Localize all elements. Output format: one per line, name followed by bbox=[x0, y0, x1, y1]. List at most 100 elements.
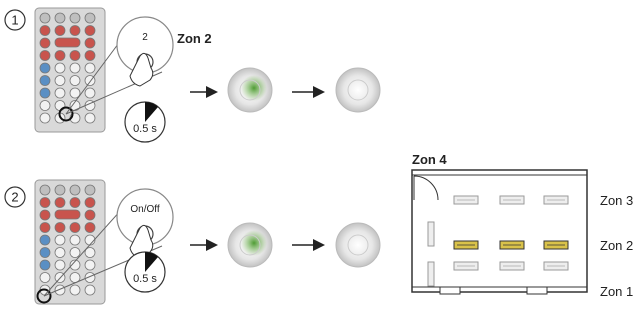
remote-button bbox=[69, 184, 81, 196]
remote-button bbox=[54, 234, 66, 246]
timer-icon bbox=[124, 101, 166, 143]
remote-button bbox=[69, 75, 81, 86]
remote-button bbox=[39, 222, 51, 233]
step-2: 2 On/Off 0.5 s bbox=[4, 152, 633, 305]
remote-button bbox=[39, 247, 51, 258]
remote-button bbox=[69, 259, 81, 271]
sensor-idle bbox=[335, 222, 381, 268]
remote-button bbox=[84, 247, 96, 258]
remote-button bbox=[54, 50, 66, 61]
remote-button bbox=[54, 222, 66, 233]
zone-3-label: Zon 3 bbox=[600, 193, 633, 208]
remote-button bbox=[84, 50, 96, 61]
remote-button bbox=[54, 12, 66, 24]
remote-control bbox=[34, 179, 106, 305]
remote-button bbox=[54, 247, 66, 258]
remote-button bbox=[39, 25, 51, 36]
remote-button bbox=[39, 209, 51, 221]
remote-button bbox=[69, 50, 81, 61]
remote-button bbox=[54, 184, 66, 196]
remote-button bbox=[39, 184, 51, 196]
sensor-active bbox=[227, 222, 273, 268]
step-2-number: 2 bbox=[11, 190, 18, 205]
remote-button bbox=[39, 100, 51, 111]
remote-button bbox=[84, 87, 96, 99]
sensor-active bbox=[227, 67, 273, 113]
step-2-number-circle bbox=[4, 186, 26, 208]
remote-button bbox=[84, 197, 96, 208]
remote-button bbox=[84, 62, 96, 74]
remote-button bbox=[39, 87, 51, 99]
window bbox=[439, 286, 461, 295]
remote-button bbox=[39, 234, 51, 246]
remote-button bbox=[69, 12, 81, 24]
room-outline bbox=[411, 169, 588, 293]
remote-button-grid bbox=[39, 12, 96, 124]
zoom-button-label: On/Off bbox=[130, 204, 159, 215]
zone-4-label: Zon 4 bbox=[412, 152, 447, 167]
remote-wide-button bbox=[54, 37, 81, 48]
remote-button bbox=[39, 62, 51, 74]
remote-button bbox=[39, 37, 51, 49]
remote-button bbox=[69, 87, 81, 99]
zone-2-label: Zon 2 bbox=[600, 238, 633, 253]
door-icon bbox=[413, 175, 439, 201]
zone-1-label: Zon 1 bbox=[600, 284, 633, 299]
side-fixture bbox=[427, 261, 435, 287]
zoom-line bbox=[43, 199, 131, 297]
remote-button-grid bbox=[36, 184, 96, 304]
pressed-button-highlight bbox=[36, 288, 52, 304]
remote-button bbox=[84, 112, 96, 124]
remote-button bbox=[84, 37, 96, 49]
remote-button bbox=[39, 75, 51, 86]
remote-button bbox=[69, 234, 81, 246]
hand-icon bbox=[129, 224, 154, 259]
sensor-idle bbox=[335, 67, 381, 113]
remote-button bbox=[69, 222, 81, 233]
remote-button bbox=[69, 197, 81, 208]
remote-button bbox=[39, 50, 51, 61]
step-1: 1 2 Zon 2 0.5 s bbox=[4, 7, 381, 143]
side-fixture bbox=[427, 221, 435, 247]
remote-button bbox=[54, 75, 66, 86]
remote-button bbox=[69, 284, 81, 296]
step-1-number: 1 bbox=[11, 13, 18, 28]
timer-label: 0.5 s bbox=[133, 273, 157, 285]
zone-label: Zon 2 bbox=[177, 31, 212, 46]
remote-button bbox=[54, 62, 66, 74]
remote-wide-button bbox=[54, 209, 81, 220]
remote-button bbox=[39, 112, 51, 124]
remote-button bbox=[54, 259, 66, 271]
zoom-button-label: 2 bbox=[142, 32, 148, 43]
remote-button bbox=[54, 197, 66, 208]
remote-control bbox=[34, 7, 106, 133]
hand-icon bbox=[129, 52, 154, 87]
remote-button bbox=[69, 25, 81, 36]
remote-button bbox=[39, 12, 51, 24]
remote-button bbox=[39, 272, 51, 283]
remote-button bbox=[69, 62, 81, 74]
timer-icon bbox=[124, 251, 166, 293]
remote-button bbox=[84, 12, 96, 24]
timer-label: 0.5 s bbox=[133, 123, 157, 135]
remote-button bbox=[84, 222, 96, 233]
light-fixtures bbox=[453, 195, 569, 271]
step-1-number-circle bbox=[4, 9, 26, 31]
remote-button bbox=[84, 25, 96, 36]
remote-button bbox=[69, 247, 81, 258]
window bbox=[526, 286, 548, 295]
zone-labels: Zon 3 Zon 2 Zon 1 bbox=[600, 193, 633, 299]
remote-button bbox=[84, 184, 96, 196]
pressed-button-highlight bbox=[58, 106, 74, 122]
floor-plan: Zon 4 bbox=[411, 152, 588, 295]
remote-button bbox=[84, 284, 96, 296]
zoom-callout: 2 bbox=[65, 16, 174, 115]
remote-button bbox=[54, 87, 66, 99]
remote-button bbox=[54, 284, 66, 296]
remote-button bbox=[84, 259, 96, 271]
remote-button bbox=[54, 25, 66, 36]
remote-button bbox=[39, 259, 51, 271]
remote-button bbox=[39, 197, 51, 208]
remote-button bbox=[84, 209, 96, 221]
